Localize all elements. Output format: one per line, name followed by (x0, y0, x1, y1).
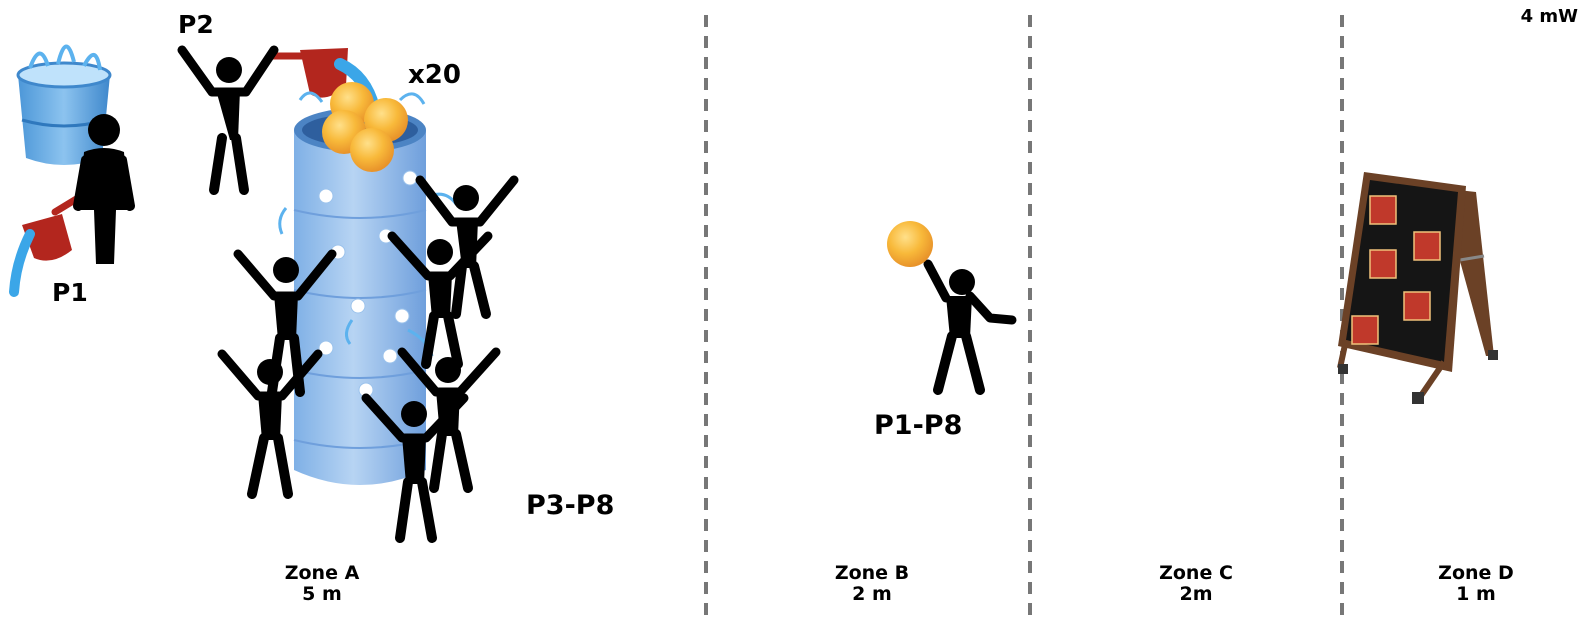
zone-distance: 2 m (852, 583, 892, 605)
water-bucket-icon (16, 44, 112, 165)
zone-dividers (704, 15, 1344, 621)
stick-figure-icon (177, 45, 279, 195)
stick-figure-icon (387, 231, 493, 369)
ball-icon (350, 128, 394, 172)
target-icon (1369, 249, 1397, 279)
stick-figure-icon (73, 114, 135, 264)
zone-a-label: Zone A 5 m (252, 563, 392, 605)
player-label-p2: P2 (178, 10, 214, 39)
zone-b-label: Zone B 2 m (802, 563, 942, 605)
zone-c-label: Zone C 2m (1126, 563, 1266, 605)
ball-icon (887, 221, 933, 267)
zone-distance: 1 m (1456, 583, 1496, 605)
target-icon (1351, 315, 1379, 345)
player-label-p1-p8: P1-P8 (874, 410, 963, 441)
zone-distance: 5 m (302, 583, 342, 605)
player-label-p1: P1 (52, 278, 88, 307)
ball-cluster (322, 82, 408, 172)
target-icon (1403, 291, 1431, 321)
power-label: 4 mW (1520, 6, 1578, 27)
zone-name: Zone B (834, 562, 910, 584)
stick-figure-icon (923, 259, 1017, 395)
zone-name: Zone C (1159, 562, 1233, 584)
player-label-p3-p8: P3-P8 (526, 490, 615, 521)
target-icon (1413, 231, 1441, 261)
zone-name: Zone D (1438, 562, 1514, 584)
ball-count-label: x20 (408, 60, 461, 90)
zone-distance: 2m (1179, 583, 1213, 605)
zone-name: Zone A (284, 562, 360, 584)
stick-figure-icon (217, 349, 323, 499)
sandwich-board-icon (1337, 172, 1498, 404)
target-icon (1369, 195, 1397, 225)
stick-figure-icon (361, 393, 469, 543)
zone-d-label: Zone D 1 m (1406, 563, 1546, 605)
